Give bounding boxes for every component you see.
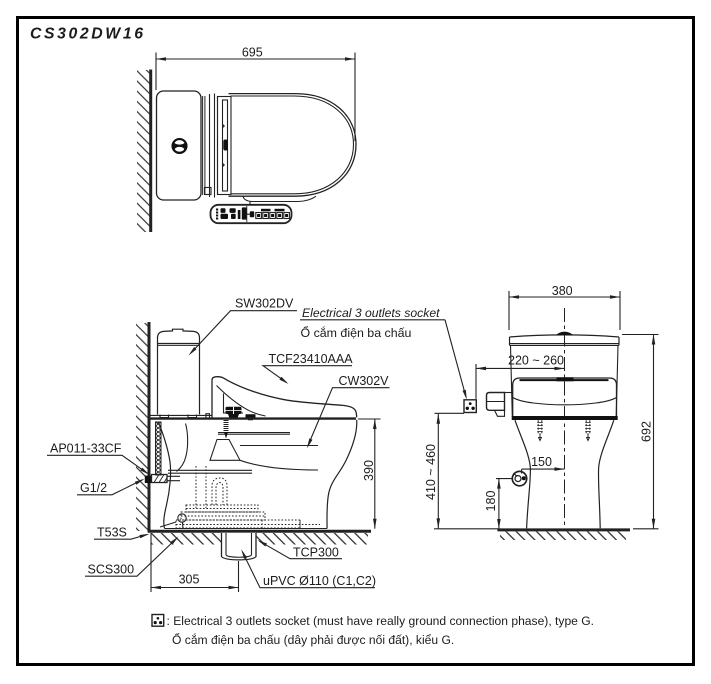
svg-text:410 ~ 460: 410 ~ 460 <box>424 444 438 500</box>
svg-text:SCS300: SCS300 <box>88 563 135 577</box>
svg-text:220 ~ 260: 220 ~ 260 <box>508 354 564 368</box>
svg-text:Ổ cắm điện ba chấu (dây phải đ: Ổ cắm điện ba chấu (dây phải được nối đấ… <box>172 632 454 647</box>
svg-text:CS302DW16: CS302DW16 <box>30 26 146 43</box>
svg-text:T53S: T53S <box>97 526 127 540</box>
svg-text:TCF23410AAA: TCF23410AAA <box>269 352 354 366</box>
svg-text:150: 150 <box>531 455 552 469</box>
svg-text:Ổ cắm điện ba chấu: Ổ cắm điện ba chấu <box>301 325 412 340</box>
svg-text:AP011-33CF: AP011-33CF <box>50 442 122 456</box>
svg-text:CW302V: CW302V <box>339 374 390 388</box>
svg-text:695: 695 <box>242 46 263 60</box>
svg-text:Electrical 3 outlets socket: Electrical 3 outlets socket <box>302 306 440 320</box>
svg-text:SW302DV: SW302DV <box>235 297 294 311</box>
svg-text:: Electrical 3 outlets socket: : Electrical 3 outlets socket (must have… <box>167 614 595 628</box>
svg-text:180: 180 <box>484 491 498 512</box>
svg-text:692: 692 <box>640 421 654 442</box>
svg-text:uPVC Ø110 (C1,C2): uPVC Ø110 (C1,C2) <box>263 574 376 588</box>
svg-text:305: 305 <box>179 573 200 587</box>
svg-text:390: 390 <box>362 460 376 481</box>
svg-text:380: 380 <box>552 284 573 298</box>
svg-text:TCP300: TCP300 <box>293 546 339 560</box>
svg-text:G1/2: G1/2 <box>80 481 107 495</box>
